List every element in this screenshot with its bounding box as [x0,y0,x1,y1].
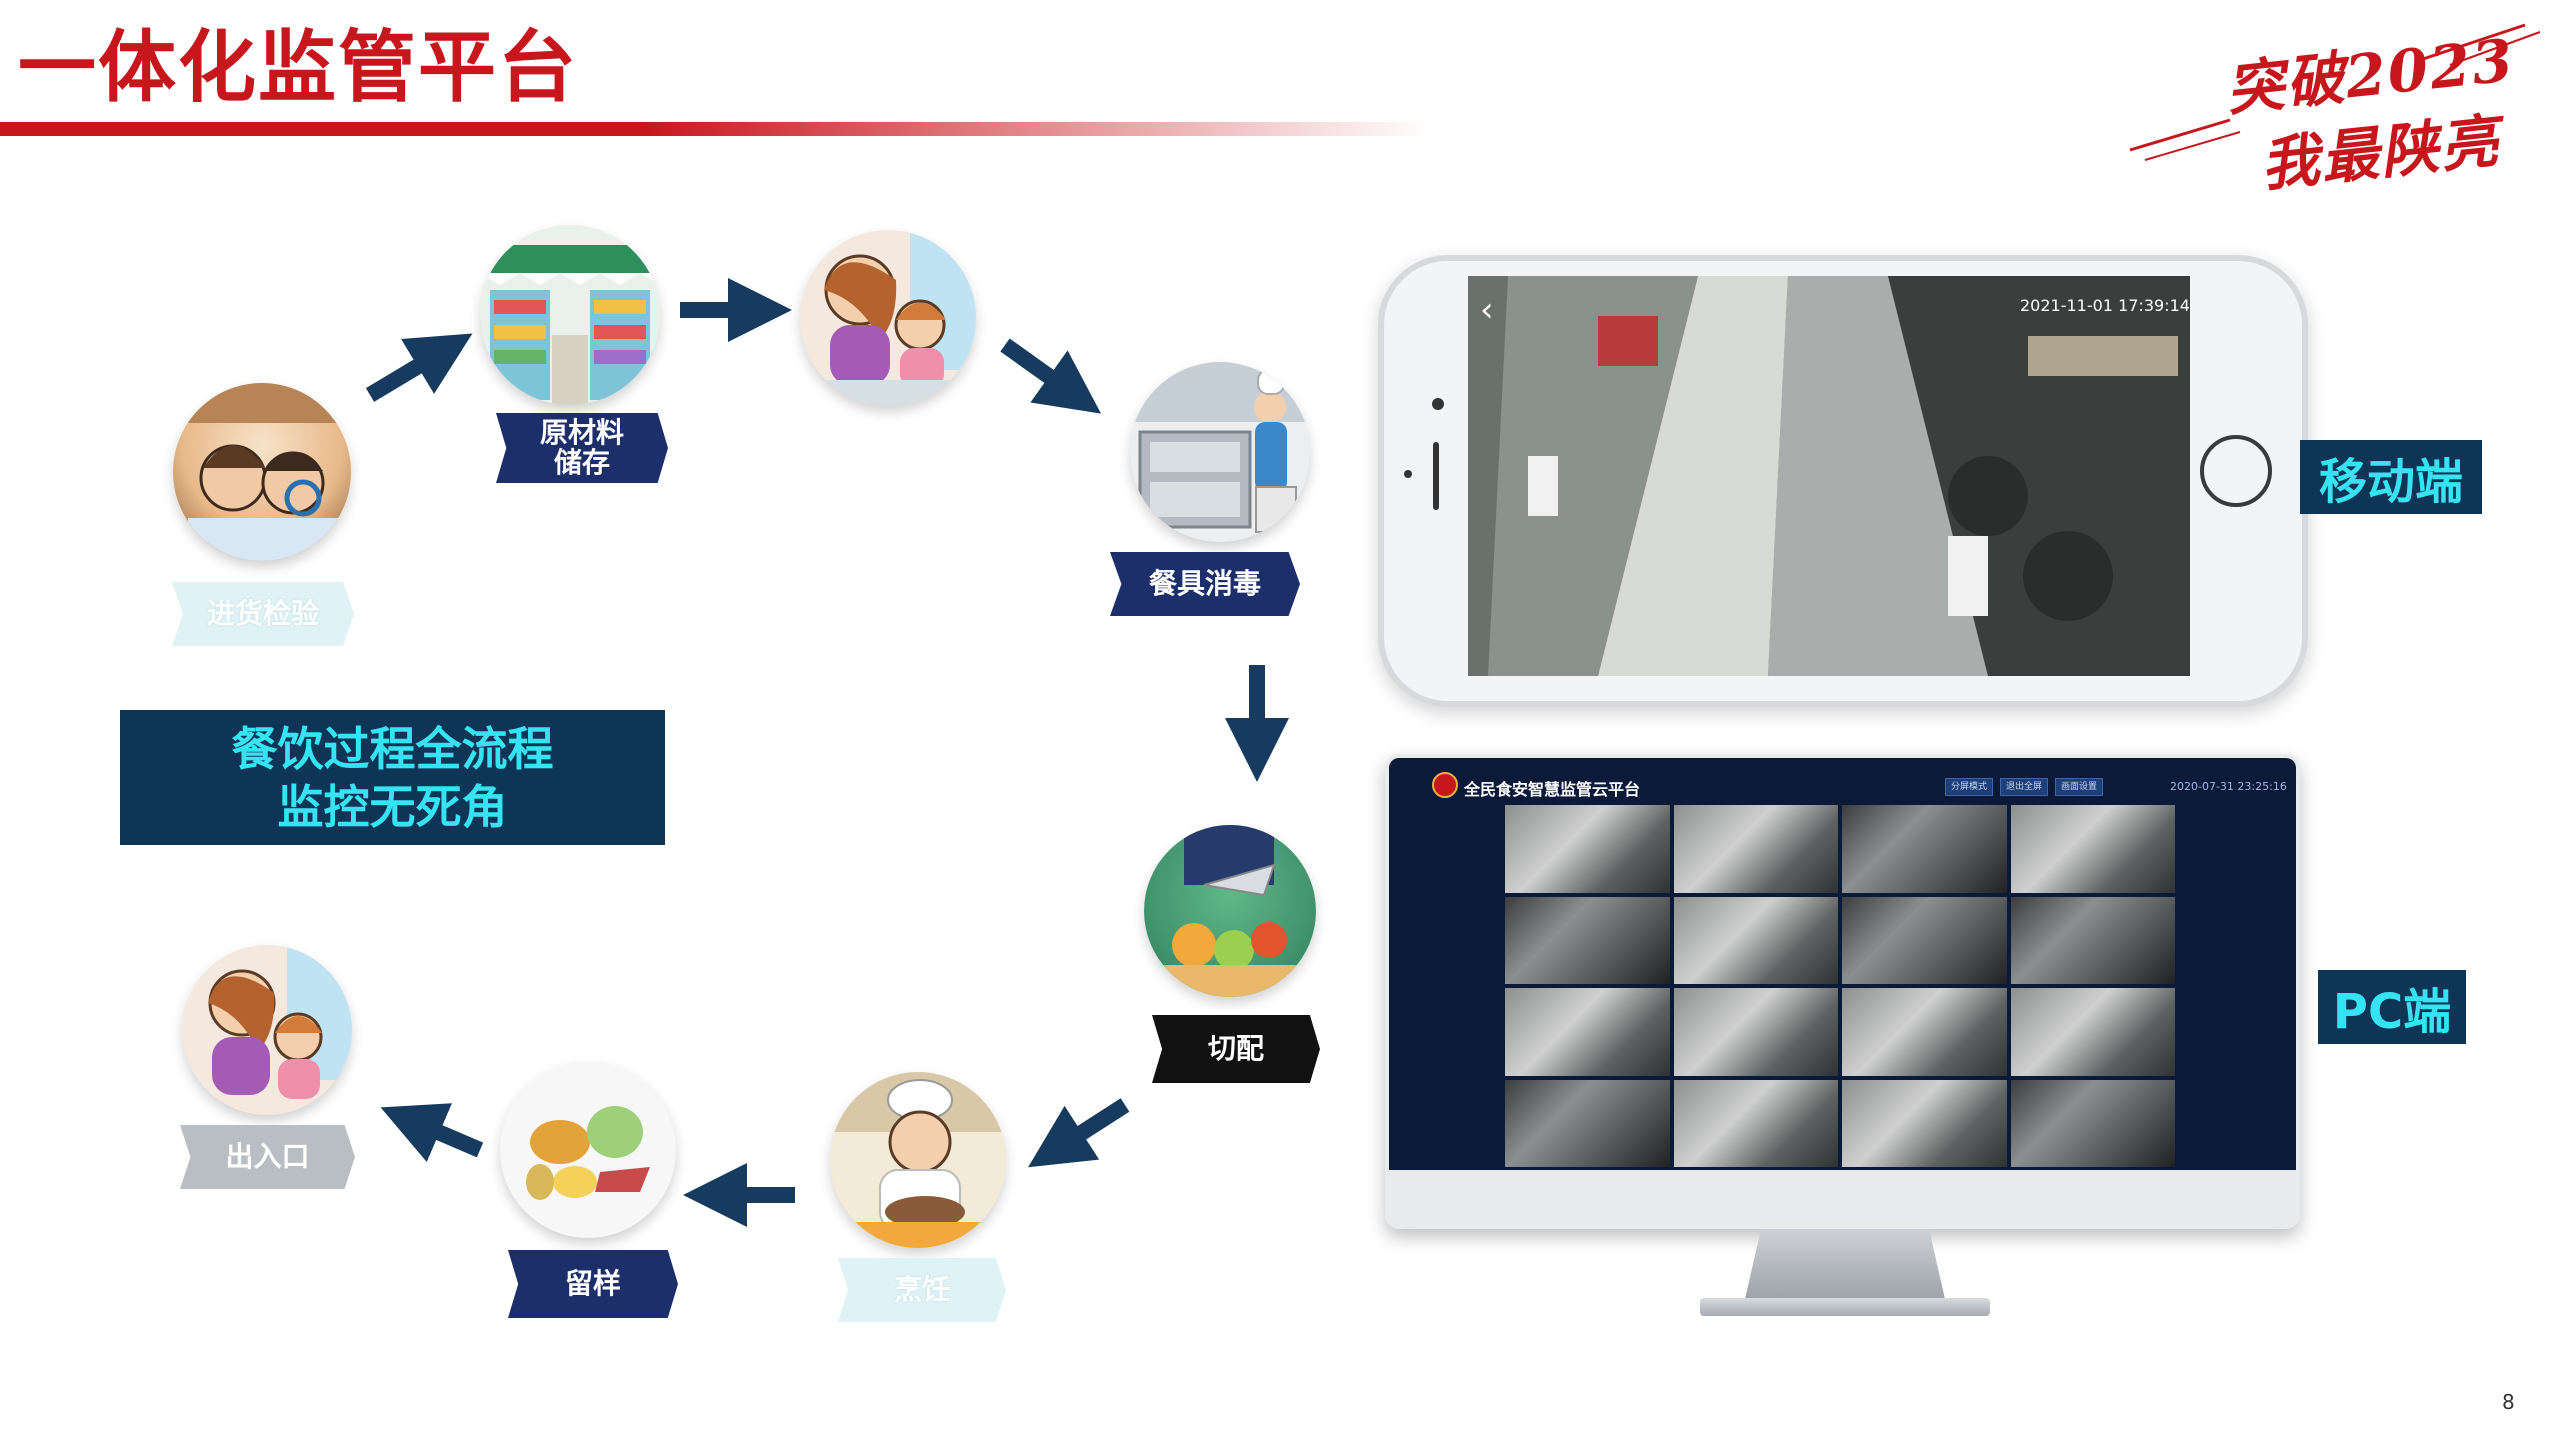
camera-feed[interactable] [2010,896,2175,984]
cutting-illustration [1144,825,1316,997]
camera-feed[interactable] [1842,1079,2007,1167]
platform-date: 2020-07-31 23:25:16 [2170,780,2287,793]
label-storage-line1: 原材料 [539,416,624,449]
camera-feed[interactable] [2010,1079,2175,1167]
label-disinfection: 餐具消毒 [1110,552,1300,616]
slogan-strokes [2129,23,2540,161]
arrow-inspection-storage [365,333,473,402]
slogan-logo: 突破2023 我最陕亮 [2120,20,2540,199]
label-cooking: 烹饪 [838,1258,1006,1322]
camera-feed[interactable] [1673,896,1838,984]
camera-feed[interactable] [2010,988,2175,1076]
camera-grid [1505,805,2175,1167]
display-settings-button[interactable]: 画面设置 [2055,778,2103,796]
disinfection-cabinet-icon [1130,362,1310,533]
camera-feed[interactable] [1505,896,1670,984]
exit-illustration [182,945,352,1115]
phone-speaker [1433,442,1439,510]
platform-title: 全民食安智慧监管云平台 [1464,780,1641,799]
full-process-info-box: 餐饮过程全流程 监控无死角 [120,710,665,845]
info-line-1: 餐饮过程全流程 [231,721,554,776]
split-mode-button[interactable]: 分屏模式 [1945,778,1993,796]
label-cutting: 切配 [1152,1015,1320,1083]
camera-feed[interactable] [1842,988,2007,1076]
label-inspection: 进货检验 [172,582,354,646]
emblem-icon [1432,772,1458,798]
flow-arrows [365,278,1289,1227]
title-underline [0,122,1430,136]
page-title: 一体化监管平台 [18,23,579,113]
food-samples-icon [526,1106,650,1200]
arrow-sample-exit [380,1103,484,1163]
camera-feed[interactable] [1673,805,1838,893]
camera-feed[interactable] [1505,988,1670,1076]
camera-feed[interactable] [1505,1079,1670,1167]
camera-feed[interactable] [1842,805,2007,893]
exit-fullscreen-button[interactable]: 退出全屏 [2000,778,2048,796]
sample-illustration [500,1062,676,1238]
disinfection-illustration [1130,362,1310,542]
camera-feed[interactable] [1505,805,1670,893]
knife-vegetables-icon [1159,825,1301,997]
pc-tag: PC端 [2318,970,2466,1044]
info-line-2: 监控无死角 [277,779,508,834]
label-exit: 出入口 [180,1125,355,1189]
arrow-cutting-cooking [1028,1098,1130,1168]
label-sample: 留样 [508,1250,678,1318]
camera-feed[interactable] [2010,805,2175,893]
label-storage-line2: 储存 [553,446,610,479]
phone-camera [1432,398,1444,410]
camera-feed[interactable] [1673,988,1838,1076]
video-timestamp: 2021-11-01 17:39:14 [2020,296,2190,315]
page-number: 8 [2502,1390,2515,1414]
mother-daughter-exit-icon [208,945,352,1099]
chevron-left-icon[interactable]: ‹ [1480,290,1494,330]
mobile-tag: 移动端 [2300,440,2482,514]
arrow-washing-disinfection [1000,338,1102,414]
kitchen-surveillance-view [1468,276,2190,676]
monitor-base [1700,1298,1990,1316]
monitor-stand [1745,1229,1945,1299]
phone-sensor [1404,470,1412,478]
camera-feed[interactable] [1673,1079,1838,1167]
phone-video-feed[interactable] [1468,276,2190,676]
label-storage: 原材料 储存 [496,413,668,483]
camera-feed[interactable] [1842,896,2007,984]
phone-home-button[interactable] [2200,435,2272,507]
